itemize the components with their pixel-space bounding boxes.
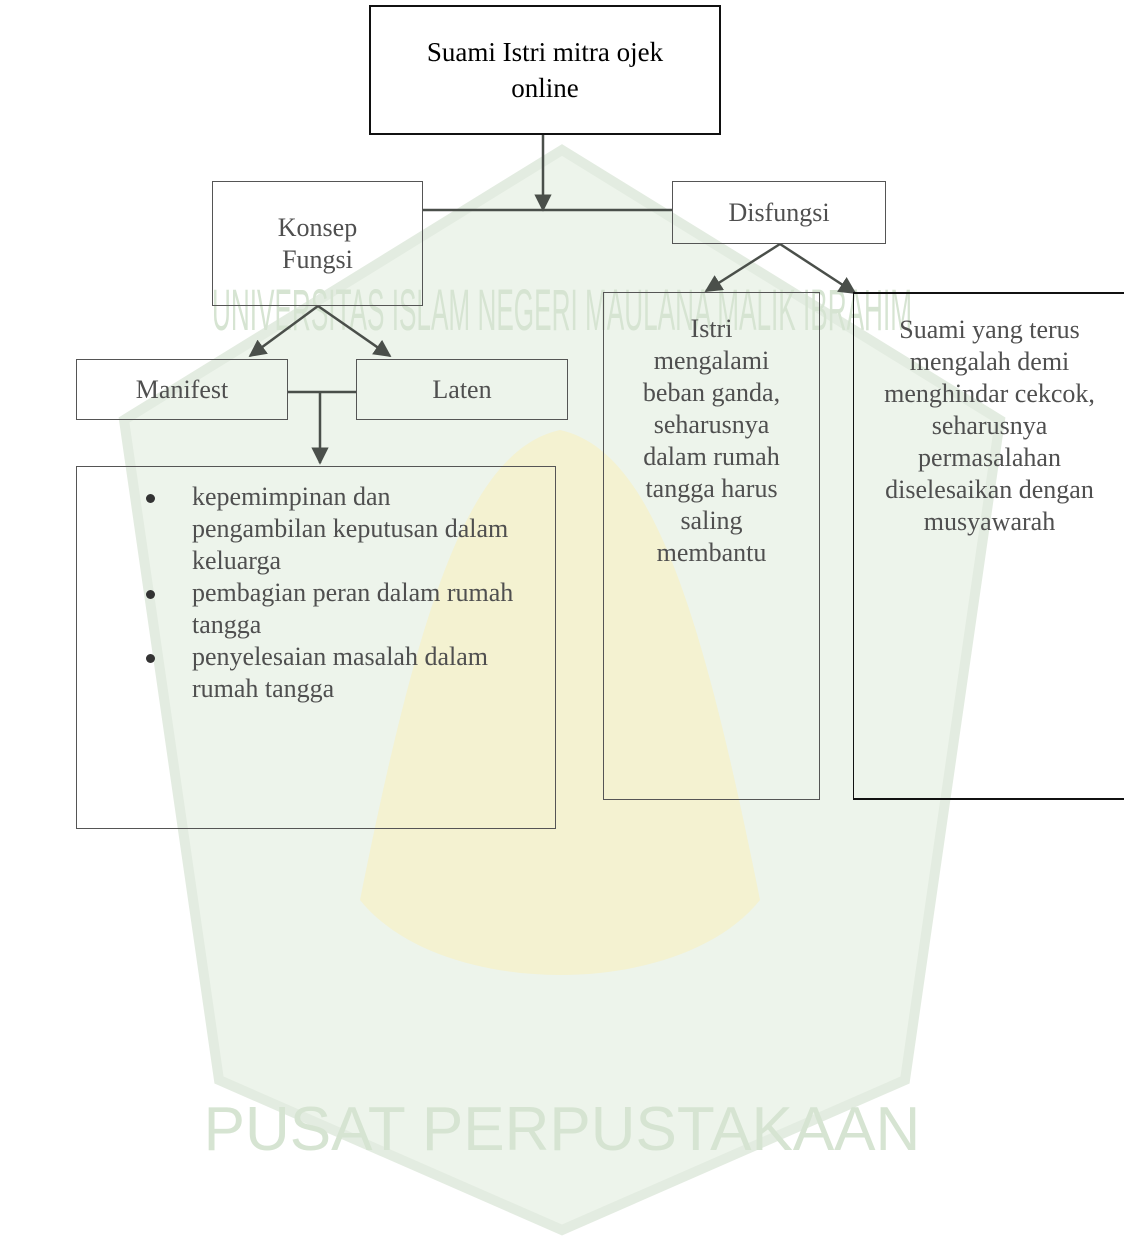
fungsi-list-item: penyelesaian masalah dalam rumah tangga	[146, 641, 555, 705]
arrow-konsep-manifest	[248, 304, 319, 358]
fungsi-list-item: kepemimpinan dan pengambilan keputusan d…	[146, 481, 555, 577]
fungsi-list-item: pembagian peran dalam rumah tangga	[146, 577, 555, 641]
manifest-node: Manifest	[76, 359, 288, 420]
watermark-calligraphy	[360, 430, 760, 975]
disfungsi-label: Disfungsi	[728, 197, 830, 227]
watermark-text-bottom: PUSAT PERPUSTAKAAN	[204, 1095, 921, 1164]
disfungsi-node: Disfungsi	[672, 181, 886, 244]
suami-node: Suami yang terus mengalah demi menghinda…	[853, 292, 1124, 800]
arrow-disfungsi-istri	[704, 242, 781, 293]
istri-node: Istri mengalami beban ganda, seharusnya …	[603, 292, 820, 800]
arrow-konsep-laten	[317, 304, 392, 358]
manifest-label: Manifest	[135, 374, 229, 404]
suami-label: Suami yang terus mengalah demi menghinda…	[884, 315, 1095, 536]
fungsi-detail-node: kepemimpinan dan pengambilan keputusan d…	[76, 466, 556, 829]
laten-node: Laten	[356, 359, 568, 420]
watermark-text-top: UNIVERSITAS ISLAM NEGERI MAULANA MALIK I…	[212, 278, 912, 343]
konsep-fungsi-node: Konsep Fungsi	[212, 181, 423, 306]
istri-label: Istri mengalami beban ganda, seharusnya …	[642, 314, 781, 567]
fungsi-list: kepemimpinan dan pengambilan keputusan d…	[77, 481, 555, 705]
root-node: Suami Istri mitra ojek online	[369, 5, 721, 135]
laten-label: Laten	[432, 374, 492, 404]
konsep-fungsi-label: Konsep Fungsi	[277, 212, 358, 274]
arrow-disfungsi-suami	[779, 242, 857, 295]
root-label: Suami Istri mitra ojek online	[426, 37, 664, 103]
